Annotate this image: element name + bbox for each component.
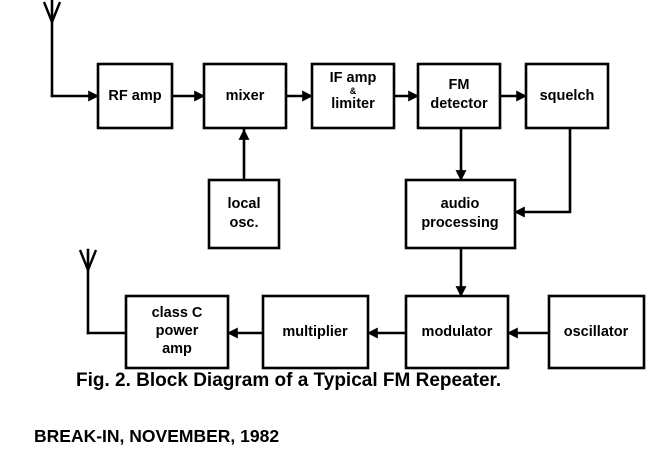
block-label: squelch xyxy=(540,88,595,104)
receive-antenna-icon xyxy=(42,0,62,98)
block-mixer: mixer xyxy=(202,62,288,130)
block-multiplier: multiplier xyxy=(261,294,370,370)
block-label: mixer xyxy=(226,88,265,104)
block-audio-processing: audio processing xyxy=(404,178,517,250)
block-label: multiplier xyxy=(282,324,348,340)
source-credit: BREAK-IN, NOVEMBER, 1982 xyxy=(34,426,280,446)
block-squelch: squelch xyxy=(524,62,610,130)
transmit-antenna-icon xyxy=(78,248,98,335)
block-label: processing xyxy=(421,215,498,231)
block-label: oscillator xyxy=(564,324,629,340)
block-label: local xyxy=(227,196,260,212)
block-label: modulator xyxy=(422,324,493,340)
signal-wires xyxy=(50,90,572,339)
block-label: IF amp xyxy=(330,70,377,86)
block-label: limiter xyxy=(331,96,375,112)
figure-caption: Fig. 2. Block Diagram of a Typical FM Re… xyxy=(76,370,502,391)
block-rf-amp: RF amp xyxy=(96,62,174,130)
block-class-c-power-amp: class C power amp xyxy=(124,294,230,370)
block-label: RF amp xyxy=(108,88,161,104)
block-label: power xyxy=(156,323,199,339)
block-label: FM xyxy=(449,77,470,93)
block-fm-detector: FM detector xyxy=(416,62,502,130)
block-modulator: modulator xyxy=(404,294,510,370)
block-if-amp-limiter: IF amp & limiter xyxy=(310,62,396,130)
block-label: amp xyxy=(162,341,192,357)
block-label: class C xyxy=(152,305,203,321)
block-local-osc: local osc. xyxy=(207,178,281,250)
block-oscillator: oscillator xyxy=(547,294,646,370)
block-label: & xyxy=(350,86,357,96)
block-label: audio xyxy=(441,196,480,212)
block-label: detector xyxy=(430,96,488,112)
wire-squelch-to-audio-processing xyxy=(513,126,572,218)
block-label: osc. xyxy=(229,215,258,231)
